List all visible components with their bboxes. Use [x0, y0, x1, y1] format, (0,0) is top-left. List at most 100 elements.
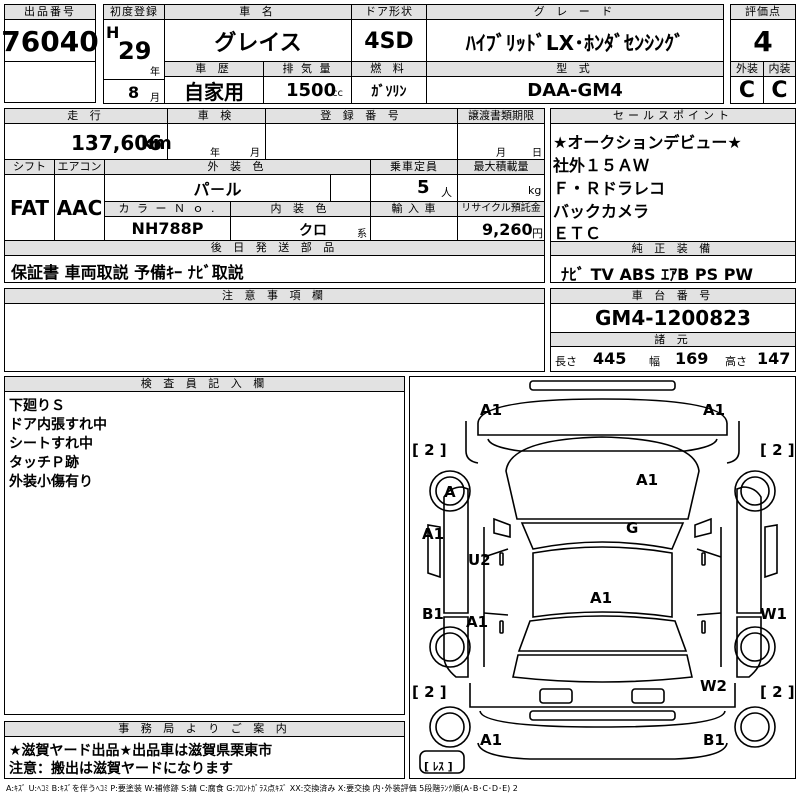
first-reg-era: H — [106, 23, 120, 42]
notes-label: 注 意 事 項 欄 — [5, 289, 544, 304]
inspector-line-3: シートすれ中 — [9, 436, 93, 452]
ext-grade-box: 外装 C — [730, 61, 764, 104]
later-items-label: 後 日 発 送 部 品 — [5, 241, 544, 256]
chassis-number: GM4-1200823 — [595, 306, 751, 330]
shift: FAT — [5, 175, 55, 241]
equipment-label: 純 正 装 備 — [551, 241, 795, 256]
transfer-label: 譲渡書類期限 — [458, 109, 544, 124]
vehicle-info-block: 走 行 車 検 登 録 番 号 譲渡書類期限 137,606 km 年 月 月 … — [4, 108, 545, 283]
width: 169 — [675, 349, 709, 368]
inspector-label: 検 査 員 記 入 欄 — [5, 377, 404, 392]
inspector-line-2: ドア内張すれ中 — [9, 417, 107, 433]
inspector-line-1: 下廻りＳ — [9, 398, 65, 414]
inspector-line-4: タッチＰ跡 — [9, 455, 79, 471]
history-box: 車 歴 自家用 — [164, 61, 264, 104]
recycle: 9,260 — [482, 220, 533, 239]
car-name-label: 車 名 — [165, 5, 351, 20]
mark-w2: W2 — [700, 677, 727, 695]
reg-number-cell — [266, 124, 458, 160]
first-reg-month-unit: 月 — [150, 93, 160, 104]
history: 自家用 — [184, 80, 244, 104]
mark-tire-tl: [ 2 ] — [412, 441, 447, 459]
transfer-day-unit: 日 — [532, 148, 542, 159]
ext-grade: C — [738, 78, 756, 103]
score: 4 — [753, 24, 773, 58]
grade: ﾊｲﾌﾞﾘｯﾄﾞLX･ﾎﾝﾀﾞｾﾝｼﾝｸﾞ — [465, 30, 685, 55]
history-label: 車 歴 — [165, 62, 263, 77]
length-label: 長さ — [555, 355, 577, 368]
max-load-label: 最大積載量 — [458, 160, 544, 175]
grade-label: グ レ ー ド — [427, 5, 723, 20]
mileage-label: 走 行 — [5, 109, 168, 124]
height: 147 — [757, 349, 791, 368]
car-outline — [419, 380, 778, 774]
max-load-unit: kg — [528, 184, 542, 197]
ext-color-blank — [331, 175, 371, 202]
ext-grade-label: 外装 — [731, 62, 763, 77]
int-color-cell: クロ 系 — [231, 217, 371, 241]
model-box: 型 式 DAA-GM4 — [426, 61, 724, 104]
spare-tire-label: [ ﾚｽ ] — [424, 760, 453, 773]
sales-point-5: ＥＴＣ — [553, 224, 602, 243]
mark-g: G — [626, 519, 639, 537]
first-reg-label: 初度登録 — [104, 5, 164, 20]
inspection-year-unit: 年 — [210, 148, 220, 159]
first-reg-year: 29 — [118, 37, 152, 65]
notes-box: 注 意 事 項 欄 — [4, 288, 545, 372]
sales-point-1: ★オークションデビュー★ — [553, 133, 742, 152]
sales-points-label: セールスポイント — [551, 109, 795, 124]
displacement-box: 排 気 量 1500 cc — [263, 61, 352, 104]
mark-tire-br: [ 2 ] — [760, 683, 795, 701]
car-diagram: A1 A1 [ 2 ] [ 2 ] A A1 G A1 U2 A1 B1 A1 … — [409, 376, 796, 779]
aircon: AAC — [55, 175, 105, 241]
model: DAA-GM4 — [527, 80, 623, 101]
mark-a1-bl: A1 — [480, 731, 503, 749]
int-grade-label: 内装 — [764, 62, 795, 77]
width-label: 幅 — [649, 355, 660, 368]
mark-a1-tl: A1 — [480, 401, 503, 419]
lot-number: 76040 — [1, 24, 99, 58]
fuel-box: 燃 料 ｶﾞｿﾘﾝ — [351, 61, 427, 104]
import-label: 輸 入 車 — [371, 202, 458, 217]
max-load-cell: kg — [458, 175, 544, 202]
inspection-label: 車 検 — [168, 109, 266, 124]
fuel: ｶﾞｿﾘﾝ — [371, 83, 407, 100]
car-name-box: 車 名 グレイス — [164, 4, 352, 62]
capacity-unit: 人 — [441, 186, 452, 199]
mileage: 137,606 — [71, 131, 163, 155]
office-line-1: ★滋賀ヤード出品★出品車は滋賀県栗東市 — [9, 743, 273, 759]
specs-label: 諸 元 — [551, 332, 795, 347]
first-reg-month: 8 — [128, 83, 140, 102]
height-label: 高さ — [725, 355, 747, 368]
reg-number-label: 登 録 番 号 — [266, 109, 458, 124]
inspection-cell: 年 月 — [168, 124, 266, 160]
mark-a1-rear-door: A1 — [466, 613, 489, 631]
transfer-month-unit: 月 — [496, 148, 506, 159]
fuel-label: 燃 料 — [352, 62, 426, 77]
lot-box: 出品番号 76040 — [1, 4, 99, 62]
ext-color: パ－ル — [105, 175, 331, 202]
int-grade-box: 内装 C — [763, 61, 796, 104]
grade-box: グ レ ー ド ﾊｲﾌﾞﾘｯﾄﾞLX･ﾎﾝﾀﾞｾﾝｼﾝｸﾞ — [426, 4, 724, 62]
mark-a1-tr: A1 — [703, 401, 726, 419]
recycle-cell: 9,260 円 — [458, 217, 544, 241]
color-no-label: カ ラ ー Ｎ ｏ . — [105, 202, 231, 217]
mileage-unit: km — [141, 133, 172, 154]
inspection-month-unit: 月 — [250, 148, 260, 159]
mark-tire-bl: [ 2 ] — [412, 683, 447, 701]
int-color-unit: 系 — [357, 229, 367, 240]
equipment: ﾅﾋﾞ TV ABS ｴｱB PS PW — [561, 265, 754, 284]
mark-u2: U2 — [468, 551, 491, 569]
displacement: 1500 — [286, 80, 337, 101]
sales-point-3: Ｆ・Ｒドラレコ — [553, 179, 666, 198]
chassis-label: 車 台 番 号 — [551, 289, 795, 304]
recycle-unit: 円 — [532, 227, 543, 240]
mark-a: A — [444, 483, 456, 501]
door-label: ドア形状 — [352, 5, 426, 20]
chassis-box: 車 台 番 号 GM4-1200823 諸 元 長さ 445 幅 169 高さ … — [550, 288, 796, 372]
first-reg-box: 初度登録 H 29 年 8 月 — [103, 4, 165, 104]
lot-blank — [4, 61, 96, 103]
shift-label: シフト — [5, 160, 55, 175]
score-box: 評価点 4 — [730, 4, 796, 62]
